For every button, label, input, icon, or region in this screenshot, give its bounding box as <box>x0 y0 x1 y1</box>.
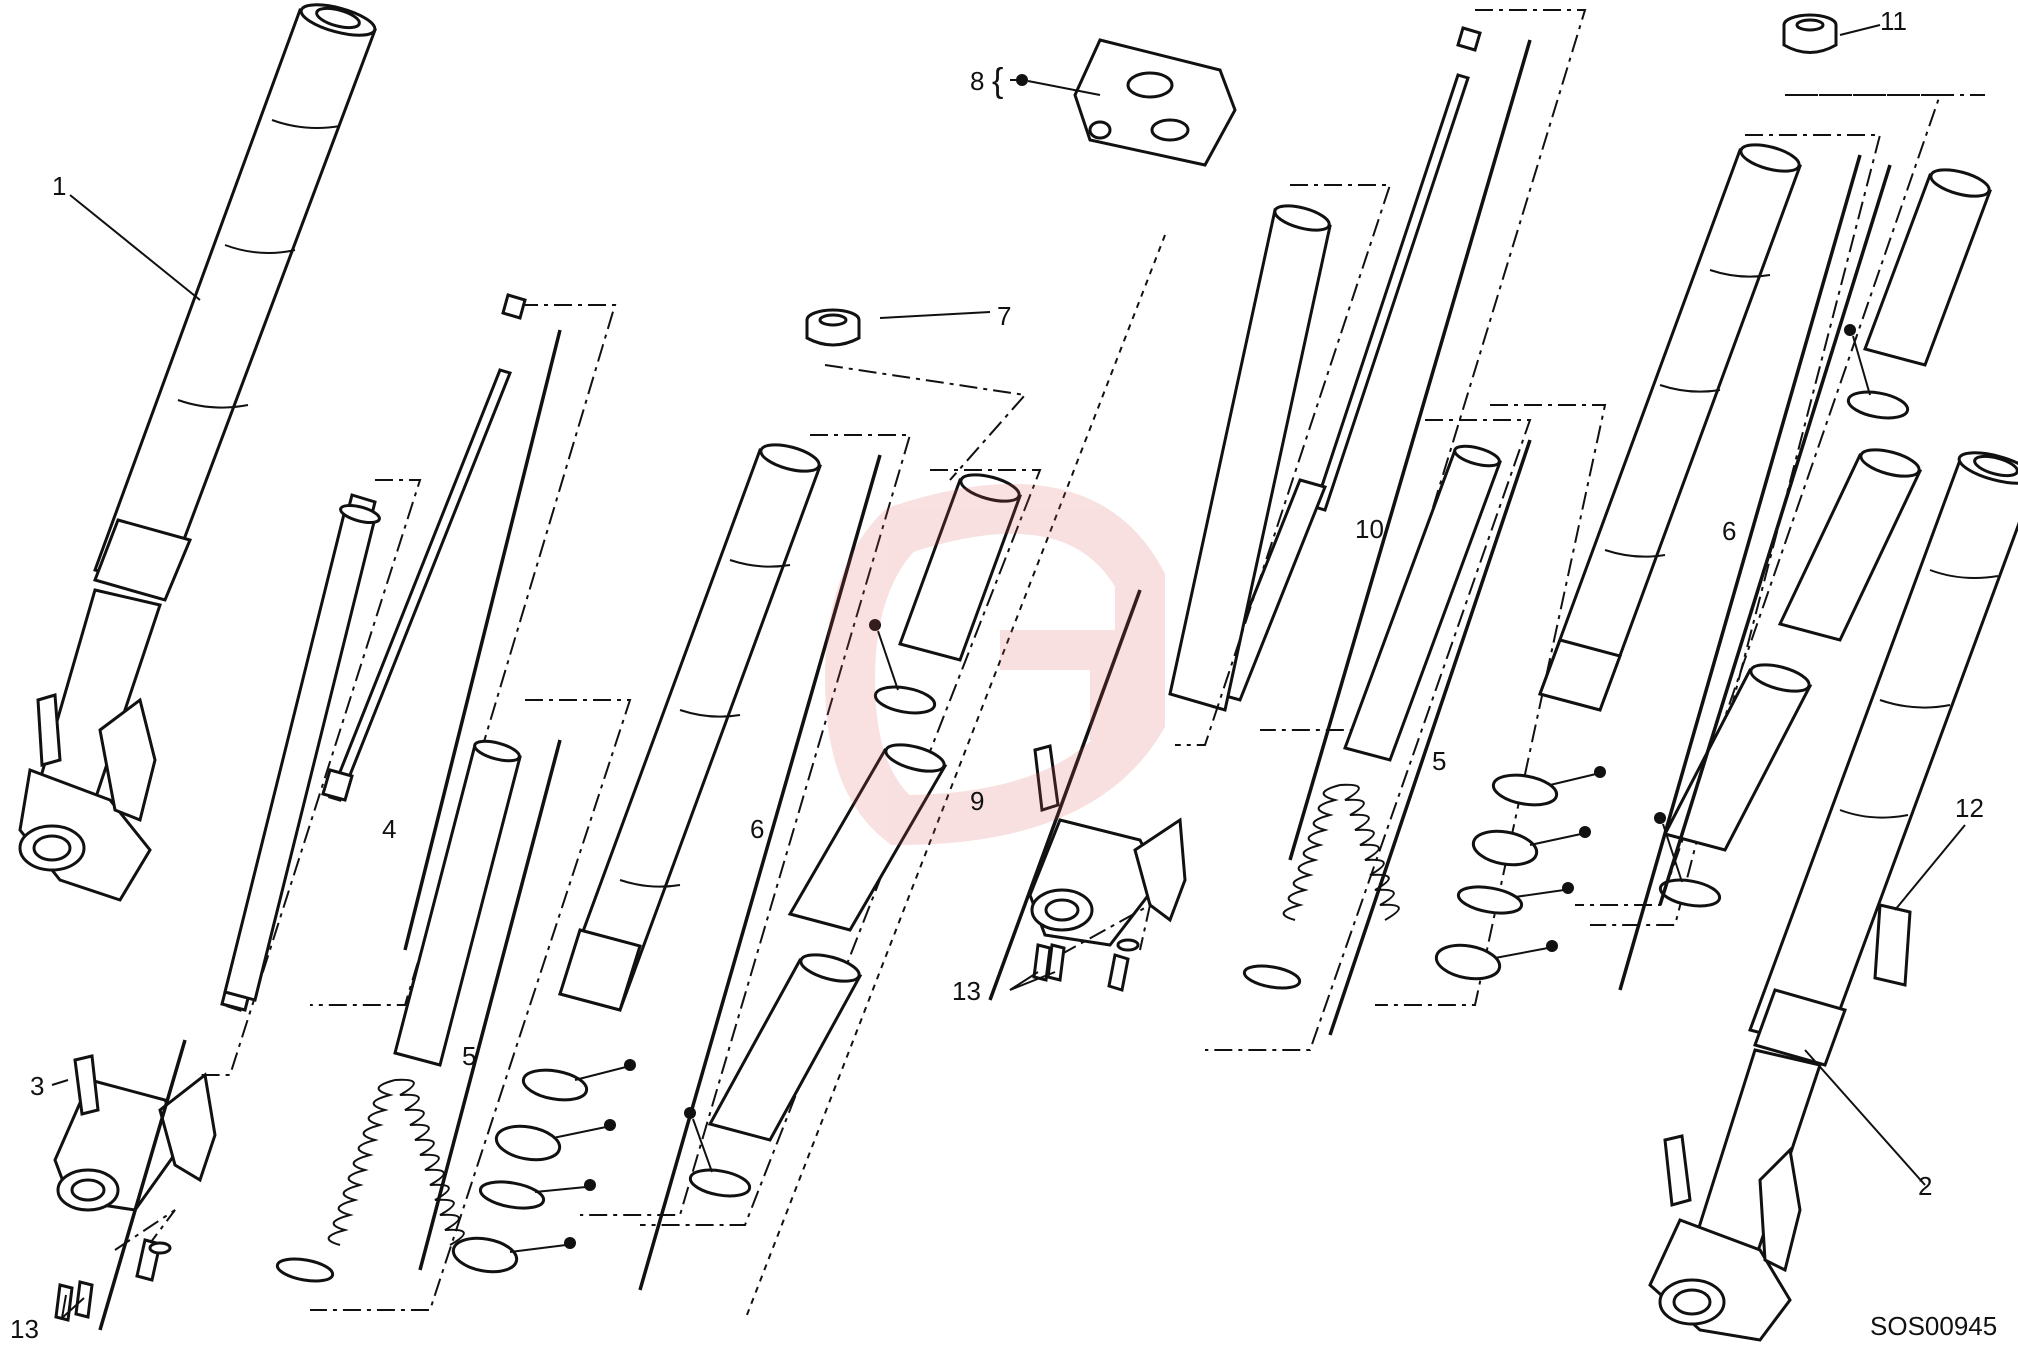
coil-spring-left <box>275 1078 465 1283</box>
leader-lines <box>51 24 1966 1319</box>
callout-10: 10 <box>1355 514 1384 544</box>
spring-group-5-right <box>1205 419 1532 1051</box>
fork-leg-assembly-right <box>1648 451 2018 1342</box>
callout-4: 4 <box>382 814 396 844</box>
axle-foot-3 <box>53 1039 217 1331</box>
callout-5-right: 5 <box>1432 746 1446 776</box>
inner-tube-left <box>200 479 422 1076</box>
seal-group-right <box>1375 404 1607 1006</box>
callout-7: 7 <box>997 301 1011 331</box>
callout-5-left: 5 <box>462 1041 476 1071</box>
bush-group-right <box>1575 94 1992 908</box>
outer-tube-6-left <box>558 434 912 1291</box>
decal-12 <box>1873 903 1912 987</box>
callout-13-left: 13 <box>10 1314 39 1344</box>
watermark-logo <box>824 483 1165 846</box>
bolt-group-13-center <box>1032 903 1152 992</box>
callout-11: 11 <box>1880 6 1907 36</box>
axis-line-center <box>744 234 1166 1321</box>
bush-group-left <box>640 469 1042 1226</box>
callout-9: 9 <box>970 786 984 816</box>
top-clamp-8 <box>1016 38 1237 167</box>
damper-cartridge-10 <box>1168 9 1587 861</box>
fork-leg-assembly-left <box>18 3 377 902</box>
top-cap-7 <box>805 308 1027 481</box>
callout-12: 12 <box>1955 793 1984 823</box>
callout-3: 3 <box>30 1071 44 1101</box>
callout-1: 1 <box>52 171 66 201</box>
seal-stack-left <box>451 1059 636 1274</box>
drawing-code: SOS00945 <box>1870 1311 1997 1341</box>
top-cap-11 <box>1782 13 1985 96</box>
coil-spring-right <box>1242 783 1400 990</box>
axle-foot-9 <box>988 589 1187 1001</box>
callout-8: 8 <box>970 66 984 96</box>
spring-group-5-left <box>310 699 632 1311</box>
callout-2: 2 <box>1918 1171 1932 1201</box>
outer-tube-6-right <box>1538 134 1882 991</box>
callout-6-left: 6 <box>750 814 764 844</box>
bolt-group-13-left <box>54 1209 176 1322</box>
callout-13-center: 13 <box>952 976 981 1006</box>
callout-6-right: 6 <box>1722 516 1736 546</box>
damper-cartridge-4 <box>220 293 617 1012</box>
callout-8-brace: { <box>992 62 1003 100</box>
